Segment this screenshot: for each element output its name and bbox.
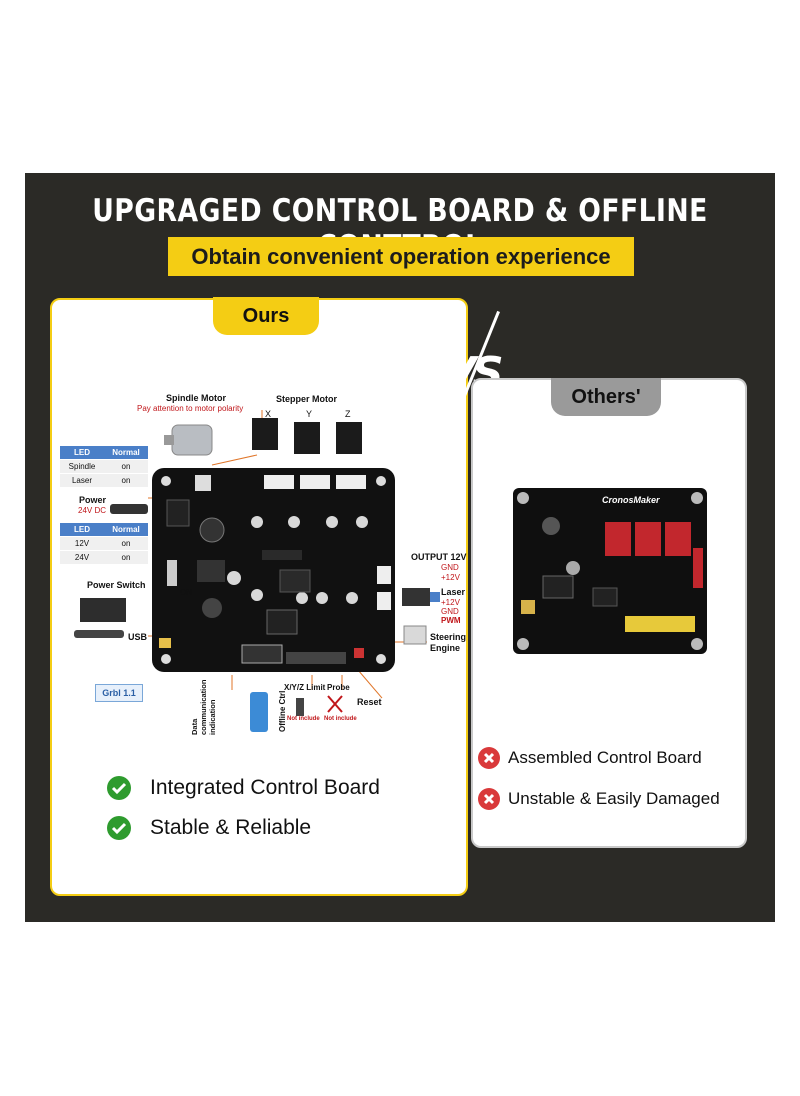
reset-label: Reset xyxy=(357,697,382,707)
axis-z-label: Z xyxy=(345,409,351,419)
power-switch-label: Power Switch xyxy=(87,580,146,590)
power-label: Power xyxy=(79,495,107,505)
power-dc-label: 24V DC xyxy=(78,506,107,515)
control-board-diagram xyxy=(74,410,440,732)
limit-not-include: Not include xyxy=(287,716,320,722)
probe-label: Probe xyxy=(327,683,350,692)
limit-label: X/Y/Z Limit xyxy=(284,683,326,692)
cross-icon xyxy=(478,747,500,769)
laser-gnd: GND xyxy=(441,607,459,616)
axis-y-label: Y xyxy=(306,409,313,419)
stepper-motor-label: Stepper Motor xyxy=(276,394,338,404)
probe-not-include: Not include xyxy=(324,716,357,722)
usb-label: USB xyxy=(128,632,148,642)
check-icon xyxy=(107,776,131,800)
laser-pwm: PWM xyxy=(441,616,461,625)
others-tab: Others' xyxy=(551,378,661,416)
steering-label: Steering xyxy=(430,632,467,642)
others-brand: CronosMaker xyxy=(602,495,660,505)
others-feature-unstable: Unstable & Easily Damaged xyxy=(508,789,720,808)
engine-label: Engine xyxy=(430,643,461,653)
output-gnd: GND xyxy=(441,563,459,572)
output-12v: +12V xyxy=(441,573,460,582)
cross-icon xyxy=(478,788,500,810)
others-board-image xyxy=(513,488,707,654)
laser-12v: +12V xyxy=(441,598,460,607)
spindle-motor-label: Spindle Motor xyxy=(166,393,226,403)
others-feature-assembled: Assembled Control Board xyxy=(508,748,702,767)
switch-on-label: ON xyxy=(180,588,192,597)
check-icon xyxy=(107,816,131,840)
feature-integrated: Integrated Control Board xyxy=(150,776,380,799)
laser-label: Laser xyxy=(441,587,466,597)
ours-tab: Ours xyxy=(213,297,319,335)
grbl-badge: Grbl 1.1 xyxy=(95,684,143,702)
offline-ctrl-label: Offline Ctrl xyxy=(278,690,287,732)
feature-stable: Stable & Reliable xyxy=(150,816,312,839)
motor-polarity-note: Pay attention to motor polarity xyxy=(137,404,244,413)
subtitle-badge: Obtain convenient operation experience xyxy=(168,237,634,276)
axis-x-label: X xyxy=(265,409,272,419)
output-label: OUTPUT 12V xyxy=(411,552,467,562)
data-comm-label: Data communication indication xyxy=(190,679,217,735)
